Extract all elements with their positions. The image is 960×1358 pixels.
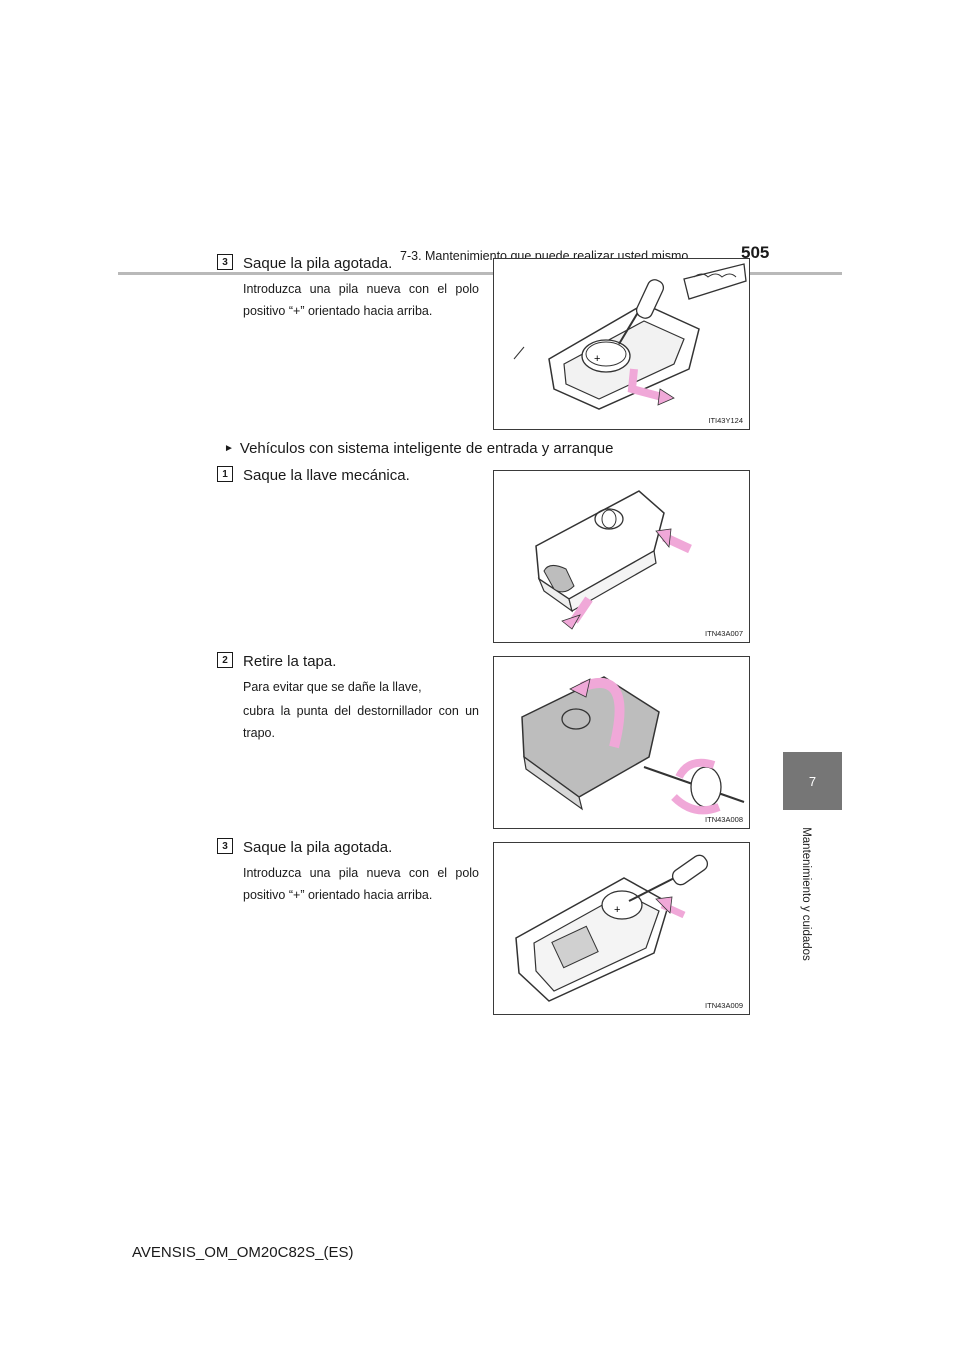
step-title: Saque la llave mecánica. <box>243 467 410 484</box>
svg-text:+: + <box>614 904 620 916</box>
step-number-badge: 3 <box>217 254 233 270</box>
figure-code: ITN43A009 <box>705 1001 743 1010</box>
subheading-text: Vehículos con sistema inteligente de ent… <box>239 440 614 457</box>
figure-code: ITI43Y124 <box>708 416 743 425</box>
figure-battery-removal-1: + ITI43Y124 <box>493 258 750 430</box>
document-footer: AVENSIS_OM_OM20C82S_(ES) <box>132 1244 354 1261</box>
chapter-tab: 7 <box>783 752 842 810</box>
step-title: Saque la pila agotada. <box>243 255 393 272</box>
step-number-badge: 1 <box>217 466 233 482</box>
figure-code: ITN43A008 <box>705 815 743 824</box>
step-body: Introduzca una pila nueva con el polo po… <box>243 866 479 902</box>
chapter-label-text: Mantenimiento y cuidados <box>800 827 812 961</box>
figure-code: ITN43A007 <box>705 629 743 638</box>
cover-removal-illustration <box>521 676 745 815</box>
figure-mechanical-key: ITN43A007 <box>493 470 750 643</box>
step-body: Introduzca una pila nueva con el polo po… <box>243 282 479 318</box>
figure-remove-cover: ITN43A008 <box>493 656 750 829</box>
step-note: Para evitar que se dañe la llave, <box>243 680 422 694</box>
open-key-battery-illustration: + <box>515 854 709 1002</box>
header-divider <box>118 272 842 275</box>
chapter-label: Mantenimiento y cuidados <box>798 818 814 970</box>
step-number-badge: 3 <box>217 838 233 854</box>
step-body: cubra la punta del destornillador con un… <box>243 704 479 740</box>
page-number: 505 <box>741 243 770 262</box>
step-title: Retire la tapa. <box>243 653 337 670</box>
key-battery-illustration: + <box>513 263 747 410</box>
section-subheading: ► Vehículos con sistema inteligente de en… <box>224 440 613 457</box>
figure-battery-removal-2: + ITN43A009 <box>493 842 750 1015</box>
step-number-badge: 2 <box>217 652 233 668</box>
smart-key-illustration <box>535 490 692 630</box>
chapter-number: 7 <box>808 773 817 789</box>
svg-text:+: + <box>594 353 600 365</box>
triangle-bullet-icon: ► <box>224 443 234 454</box>
step-title: Saque la pila agotada. <box>243 839 393 856</box>
